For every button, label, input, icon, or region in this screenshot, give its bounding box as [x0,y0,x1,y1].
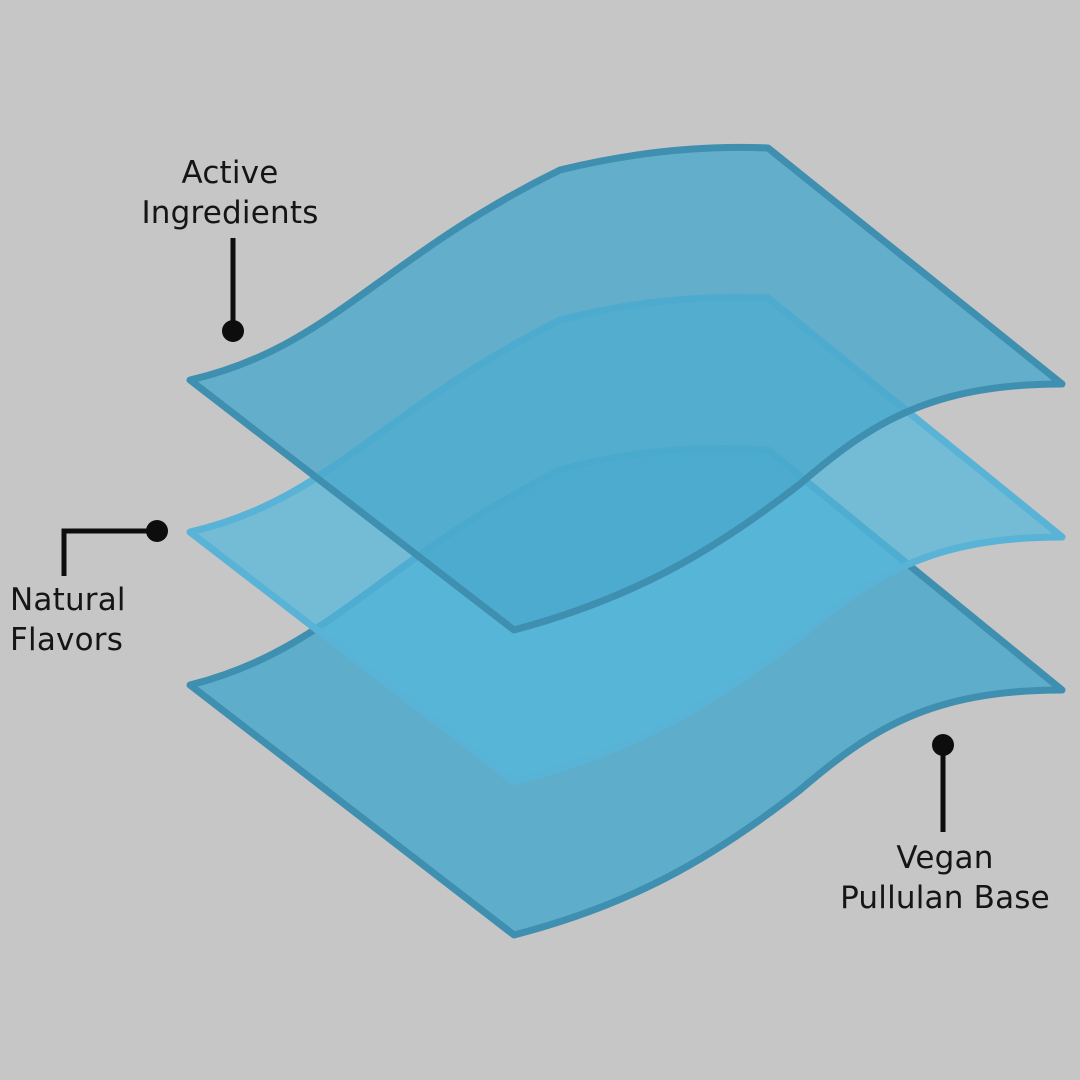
label-active-line2: Ingredients [141,195,319,231]
callout-active-ingredients [222,238,244,342]
label-active-ingredients: Active Ingredients [110,153,350,233]
label-vegan-line1: Vegan [896,840,994,876]
label-natural-line1: Natural [10,582,126,618]
label-active-line1: Active [181,155,279,191]
label-natural-line2: Flavors [10,622,124,658]
callout-natural-flavors [61,520,168,576]
callout-vegan-pullulan-base [932,734,954,832]
label-natural-flavors: Natural Flavors [10,580,170,660]
layer-top [186,143,1066,634]
label-vegan-line2: Pullulan Base [840,880,1050,916]
label-vegan-pullulan-base: Vegan Pullulan Base [825,838,1065,918]
